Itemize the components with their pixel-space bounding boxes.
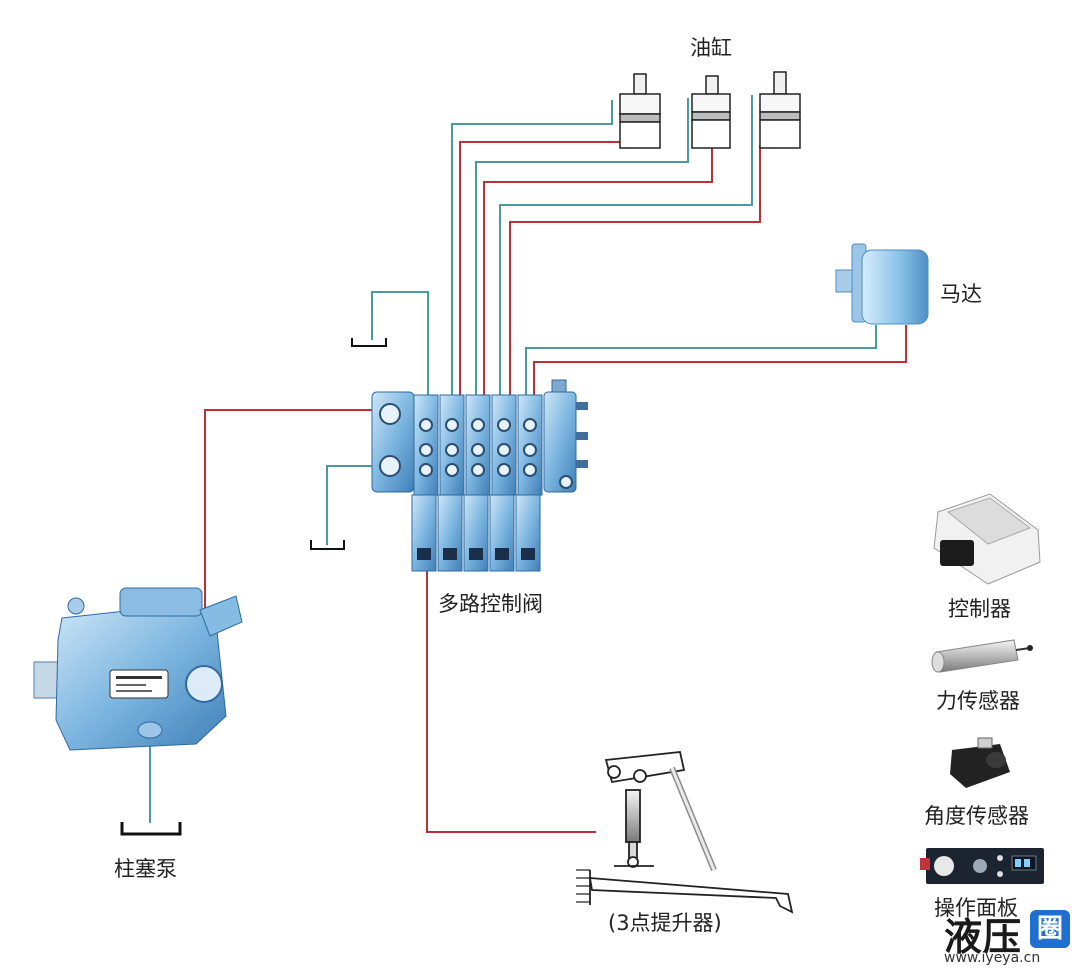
cylinder-1-return-line bbox=[451, 100, 613, 398]
cylinder-1 bbox=[619, 73, 661, 149]
valve-section-4 bbox=[489, 394, 517, 572]
pump-label: 柱塞泵 bbox=[114, 857, 177, 881]
valve-section-2 bbox=[437, 394, 465, 572]
watermark-brand: 液压 bbox=[944, 915, 1023, 959]
motor-return-line bbox=[525, 325, 877, 398]
operation-panel-unit bbox=[920, 848, 1044, 884]
watermark-badge: 圈 bbox=[1030, 910, 1070, 948]
tank-return-line-left bbox=[326, 465, 388, 545]
controller-unit bbox=[933, 493, 1041, 585]
lift-control-line bbox=[426, 470, 596, 833]
cylinder-2 bbox=[691, 75, 731, 149]
angle-sensor-unit bbox=[950, 737, 1010, 788]
multi-way-control-valve bbox=[371, 379, 588, 572]
valve-section-3 bbox=[463, 394, 491, 572]
valve-section-5 bbox=[515, 394, 543, 572]
hydraulic-lines bbox=[149, 95, 907, 833]
valve-sections bbox=[411, 394, 543, 572]
lift-label: (3点提升器) bbox=[608, 911, 722, 935]
watermark-url: www.iyeya.cn bbox=[944, 950, 1041, 966]
cylinder-3 bbox=[759, 71, 801, 149]
panel-label: 操作面板 bbox=[934, 896, 1018, 920]
angle-sensor-label: 角度传感器 bbox=[924, 804, 1029, 828]
motor-label: 马达 bbox=[940, 282, 982, 306]
valve-label: 多路控制阀 bbox=[438, 592, 543, 616]
tank-symbol-top bbox=[351, 338, 387, 347]
three-point-hitch bbox=[576, 751, 794, 914]
valve-section-1 bbox=[411, 394, 439, 572]
cylinder-2-pressure-line bbox=[483, 140, 713, 398]
hydraulic-motor bbox=[835, 243, 929, 325]
valve-end-cap bbox=[543, 379, 588, 493]
cylinder-2-return-line bbox=[475, 98, 689, 398]
cylinder-3-return-line bbox=[499, 95, 753, 398]
cylinder-3-pressure-line bbox=[509, 145, 761, 398]
tank-symbol-left bbox=[310, 540, 345, 550]
cylinder-label: 油缸 bbox=[690, 36, 732, 60]
force-sensor-unit bbox=[931, 639, 1033, 673]
controller-label: 控制器 bbox=[948, 597, 1011, 621]
axial-piston-pump bbox=[33, 587, 243, 751]
motor-pressure-line bbox=[533, 325, 907, 398]
force-sensor-label: 力传感器 bbox=[936, 689, 1020, 713]
cylinders bbox=[619, 71, 801, 149]
tank-symbol-pump bbox=[120, 822, 182, 836]
tank-symbols bbox=[120, 338, 387, 836]
tank-return-line-top bbox=[371, 291, 429, 398]
cylinder-1-pressure-line bbox=[459, 141, 640, 398]
pump-pressure-line bbox=[204, 409, 388, 690]
